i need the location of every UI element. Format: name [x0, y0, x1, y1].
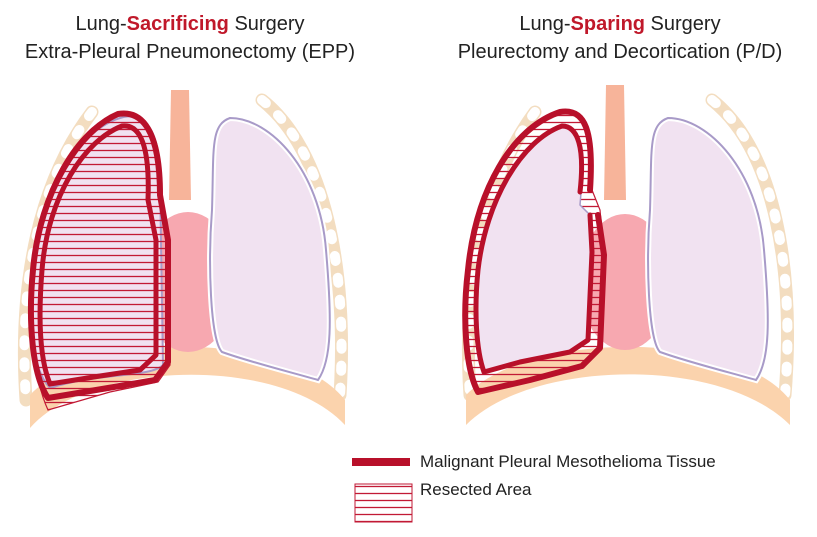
right-tumor-outline-inner [473, 123, 595, 375]
epp-illustration [17, 90, 348, 428]
legend [352, 458, 413, 523]
right-lung-left [475, 125, 593, 373]
right-title-line2: Pleurectomy and Decortication (P/D) [457, 41, 783, 63]
legend-tissue-swatch [352, 458, 410, 466]
right-title-line1: Lung-Sparing Surgery [519, 13, 721, 35]
right-title-highlight: Sparing [570, 13, 645, 35]
left-title-highlight: Sacrificing [126, 13, 229, 35]
legend-resected-label: Resected Area [420, 480, 532, 499]
left-title-line1: Lung-Sacrificing Surgery [75, 13, 305, 35]
right-trachea [604, 85, 626, 200]
left-trachea [169, 90, 191, 200]
legend-resected-swatch [354, 483, 413, 523]
left-title-line2: Extra-Pleural Pneumonectomy (EPP) [24, 41, 356, 63]
left-resected-area [30, 110, 171, 411]
left-title: Lung-Sacrificing Surgery Extra-Pleural P… [10, 10, 370, 66]
legend-tissue-label: Malignant Pleural Mesothelioma Tissue [420, 452, 716, 471]
right-rib-cage-right [705, 93, 794, 402]
pd-illustration [461, 85, 794, 425]
left-rib-cage-right [255, 93, 348, 402]
left-tumor-outline [27, 110, 171, 401]
right-title: Lung-Sparing Surgery Pleurectomy and Dec… [440, 10, 800, 66]
right-tumor-outline-outer [462, 108, 607, 395]
